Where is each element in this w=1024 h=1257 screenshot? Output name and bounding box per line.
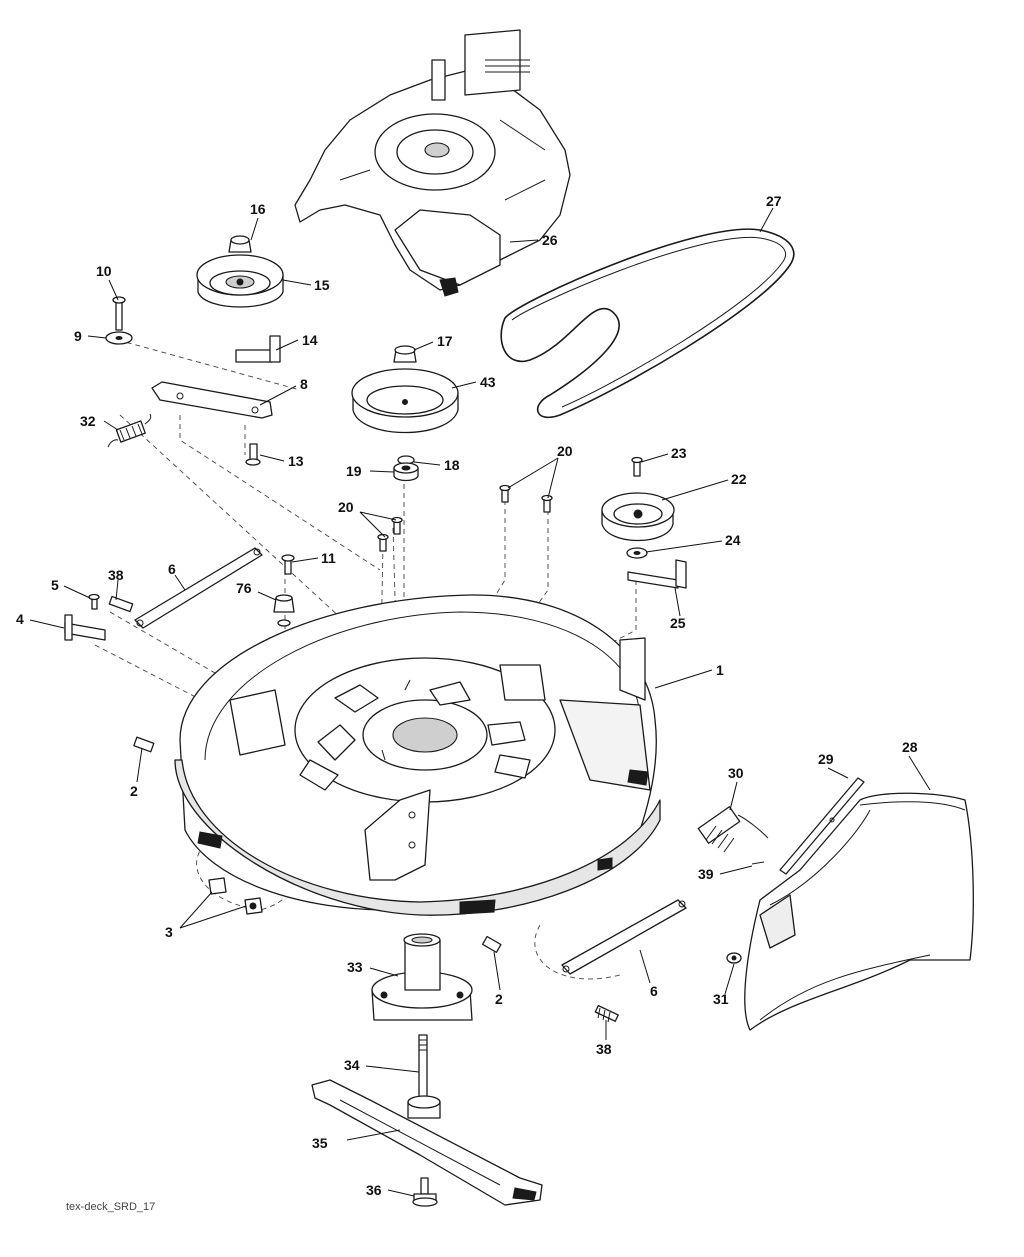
idler-pulley-part-15 — [196, 254, 284, 308]
callout-22: 22 — [731, 471, 747, 487]
callout-28: 28 — [902, 739, 918, 755]
spring-part-30 — [697, 806, 769, 853]
screw-part-5 — [88, 593, 100, 610]
callout-1: 1 — [716, 662, 724, 678]
washer-part-31 — [726, 952, 742, 964]
callout-38-upper: 38 — [108, 567, 124, 583]
fitting-part-76 — [273, 594, 295, 641]
callout-19: 19 — [346, 463, 362, 479]
callout-17: 17 — [437, 333, 453, 349]
leader-lines — [29, 207, 931, 1197]
idler-arm-part-8 — [151, 381, 273, 419]
callout-20-left: 20 — [338, 499, 354, 515]
deck-housing-part-26 — [294, 29, 571, 297]
rod-part-29 — [779, 777, 865, 875]
callout-39: 39 — [698, 866, 714, 882]
bolt-part-23 — [631, 456, 643, 477]
callout-4: 4 — [16, 611, 24, 627]
callout-23: 23 — [671, 445, 687, 461]
callout-24: 24 — [725, 532, 741, 548]
callout-6-upper: 6 — [168, 561, 176, 577]
callout-13: 13 — [288, 453, 304, 469]
callout-29: 29 — [818, 751, 834, 767]
callout-10: 10 — [96, 263, 112, 279]
callout-8: 8 — [300, 376, 308, 392]
callout-18: 18 — [444, 457, 460, 473]
callout-34: 34 — [344, 1057, 360, 1073]
blade-bolt-part-36 — [412, 1177, 438, 1207]
callout-2-left: 2 — [130, 783, 138, 799]
diagram-reference: tex-deck_SRD_17 — [66, 1201, 155, 1213]
callout-11: 11 — [321, 550, 336, 566]
callout-26: 26 — [542, 232, 558, 248]
spring-part-32 — [107, 413, 152, 448]
bolt-part-10 — [112, 296, 126, 331]
callout-14: 14 — [302, 332, 318, 348]
spindle-shaft-part-34 — [407, 1034, 441, 1119]
callout-30: 30 — [728, 765, 744, 781]
link-rod-part-6 — [134, 547, 263, 629]
bolt-part-13 — [245, 443, 261, 466]
drive-belt-part-27 — [500, 228, 795, 419]
idler-pulley-part-22 — [601, 492, 675, 542]
callout-5: 5 — [51, 577, 59, 593]
callout-76: 76 — [236, 580, 252, 596]
spindle-housing-part-33 — [371, 933, 473, 1021]
washer-part-24 — [626, 547, 648, 559]
callout-43: 43 — [480, 374, 496, 390]
nut-part-16 — [228, 235, 252, 253]
bracket-part-14 — [235, 335, 281, 363]
callout-2-right: 2 — [495, 991, 503, 1007]
callout-labels: 16 15 10 9 14 8 32 13 17 43 18 19 20 20 … — [16, 193, 918, 1198]
callout-38-lower: 38 — [596, 1041, 612, 1057]
pin-part-2 — [133, 736, 502, 953]
mower-deck-part-1 — [174, 594, 661, 916]
bolt-part-11 — [281, 554, 295, 575]
pin-part-38 — [108, 595, 134, 613]
callout-6-lower: 6 — [650, 983, 658, 999]
bolt-part-38-lower — [594, 1004, 619, 1023]
blade-pulley-part-43 — [351, 368, 459, 434]
discharge-chute-part-28 — [744, 792, 974, 1031]
callout-20-right: 20 — [557, 443, 573, 459]
callout-27: 27 — [766, 193, 782, 209]
callout-25: 25 — [670, 615, 686, 631]
callout-35: 35 — [312, 1135, 328, 1151]
screws-part-20 — [377, 484, 553, 552]
bearing-part-19 — [393, 462, 419, 482]
callout-32: 32 — [80, 413, 96, 429]
bracket-part-25 — [627, 559, 687, 589]
callout-16: 16 — [250, 201, 266, 217]
nut-part-17 — [393, 345, 417, 363]
callout-3: 3 — [165, 924, 173, 940]
callout-31: 31 — [713, 991, 729, 1007]
callout-33: 33 — [347, 959, 363, 975]
blade-part-35 — [311, 1079, 543, 1206]
callout-36: 36 — [366, 1182, 382, 1198]
callout-15: 15 — [314, 277, 330, 293]
nuts-part-3 — [208, 877, 263, 915]
clip-part-39 — [751, 861, 765, 865]
link-rod-part-6-lower — [561, 899, 687, 975]
bracket-part-4 — [64, 614, 106, 641]
washer-part-9 — [105, 331, 133, 345]
callout-9: 9 — [74, 328, 82, 344]
